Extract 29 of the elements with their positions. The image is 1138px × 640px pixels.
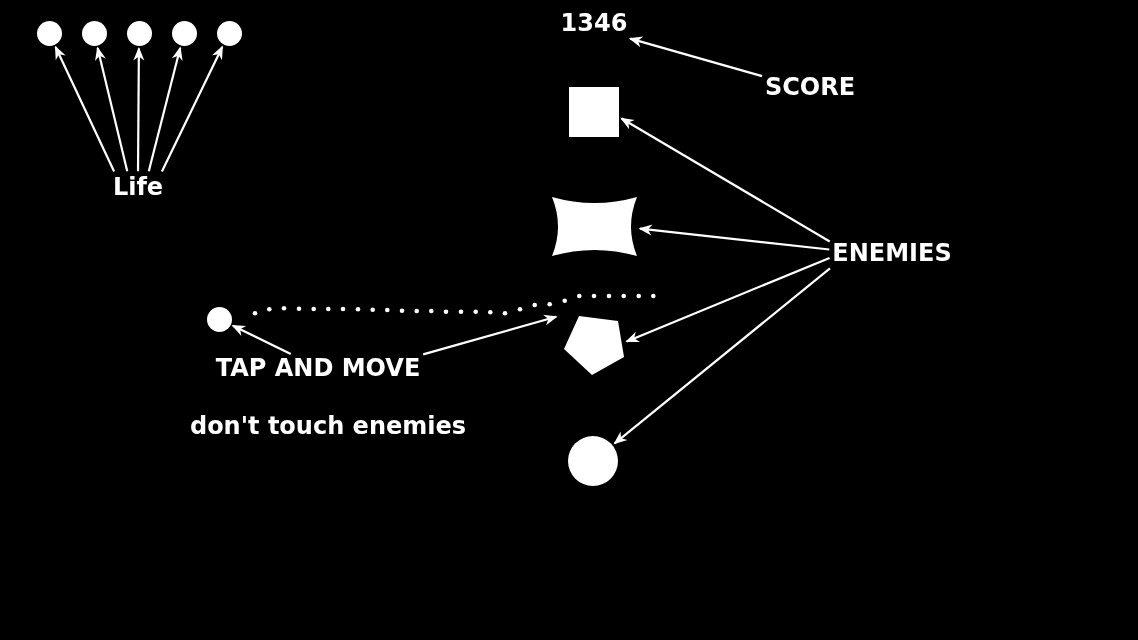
arrow	[638, 224, 830, 251]
arrow	[628, 36, 763, 78]
life-label: Life	[112, 174, 164, 202]
life-dot	[216, 20, 242, 46]
life-dot	[126, 20, 152, 46]
enemies-label: ENEMIES	[832, 240, 952, 268]
arrow	[625, 256, 830, 343]
life-dot	[171, 20, 197, 46]
concave-square-enemy	[552, 197, 637, 256]
life-dot	[36, 20, 62, 46]
arrow	[95, 46, 129, 172]
arrow	[54, 45, 116, 172]
arrow	[422, 314, 558, 356]
arrow	[147, 46, 183, 172]
pentagon-enemy	[564, 316, 624, 375]
arrow	[620, 117, 831, 243]
player-dot	[206, 306, 232, 332]
square-enemy	[569, 87, 619, 137]
circle-enemy	[568, 436, 618, 486]
score-value: 1346	[560, 10, 628, 38]
score-label: SCORE	[764, 74, 856, 102]
life-dot	[81, 20, 107, 46]
arrow	[231, 324, 292, 355]
hint-text: don't touch enemies	[189, 413, 467, 441]
instruction-label: TAP AND MOVE	[215, 355, 421, 383]
arrow	[613, 267, 831, 445]
arrow	[133, 47, 145, 172]
dotted-trail	[252, 293, 656, 316]
arrow	[160, 45, 224, 172]
